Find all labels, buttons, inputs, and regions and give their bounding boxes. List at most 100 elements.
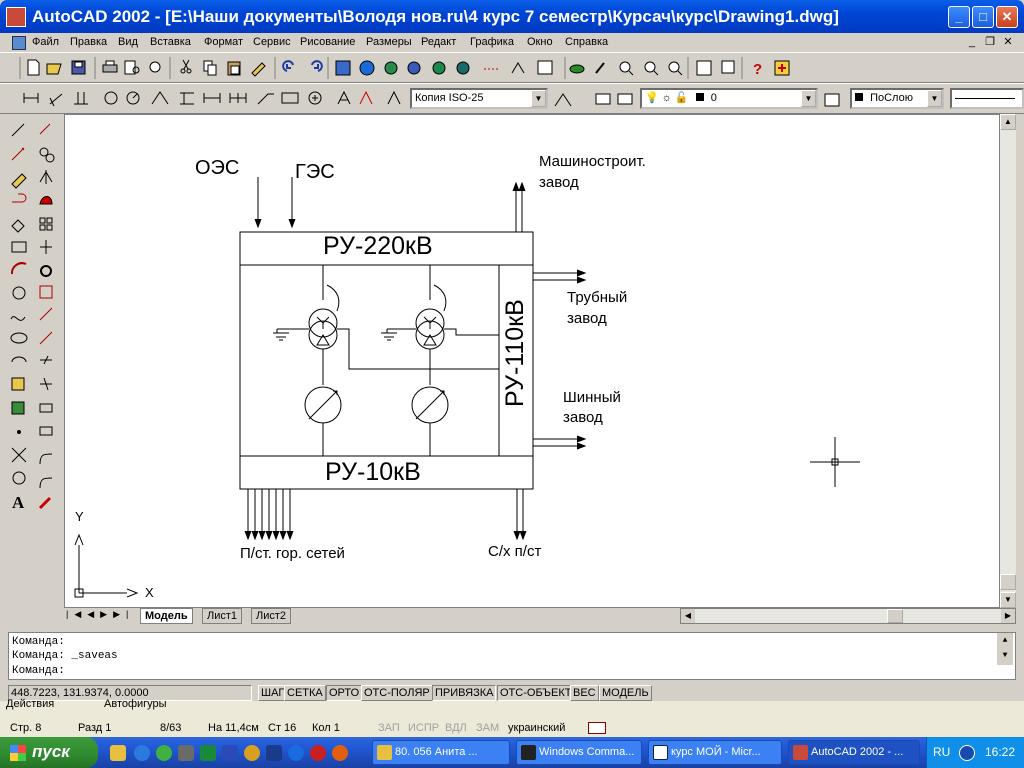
- word-draw-menu[interactable]: Действия: [6, 698, 55, 710]
- color-select[interactable]: ПоСлою ▼: [850, 88, 944, 109]
- excel-icon[interactable]: [200, 745, 216, 761]
- menu-file[interactable]: Файл: [32, 36, 60, 48]
- word-icon[interactable]: [266, 745, 282, 761]
- menu-insert[interactable]: Вставка: [150, 36, 191, 48]
- layout-tab-bar: |◀◀▶▶| Модель Лист1 Лист2 ◀ ▶: [64, 608, 1016, 624]
- autocad-app-icon[interactable]: [6, 7, 26, 27]
- tab-nav-arrows-icon[interactable]: |◀◀▶▶|: [66, 609, 135, 619]
- model-toggle[interactable]: МОДЕЛЬ: [599, 685, 652, 701]
- scroll-thumb[interactable]: [1000, 574, 1016, 590]
- scroll-right-arrow-icon[interactable]: ▶: [1001, 609, 1015, 623]
- start-button[interactable]: пуск: [0, 737, 98, 768]
- dimstyle-select[interactable]: Копия ISO-25 ▼: [410, 88, 548, 109]
- scroll-left-arrow-icon[interactable]: ◀: [681, 609, 695, 623]
- lineweight-toggle[interactable]: ВЕС: [570, 685, 599, 701]
- word-page: Стр. 8: [10, 722, 42, 734]
- command-window[interactable]: Команда: Команда: _saveas Команда: ▲▼: [8, 632, 1016, 680]
- menu-edit[interactable]: Правка: [70, 36, 108, 48]
- make-current-layer-icon[interactable]: [822, 90, 844, 110]
- app-icon[interactable]: [288, 745, 304, 761]
- word-line: Ст 16: [268, 722, 297, 734]
- dimstyle-icon[interactable]: [552, 90, 574, 110]
- word-ovr[interactable]: ЗАМ: [476, 722, 500, 734]
- app-icon[interactable]: [222, 745, 238, 761]
- task-button-word[interactable]: курс МОЙ - Micr...: [648, 740, 782, 765]
- chevron-down-icon[interactable]: ▼: [927, 90, 942, 107]
- menu-view[interactable]: Вид: [118, 36, 138, 48]
- scroll-up-arrow-icon[interactable]: ▲: [1000, 114, 1016, 130]
- command-prompt[interactable]: Команда:: [12, 665, 65, 677]
- hscroll-thumb[interactable]: [887, 609, 903, 623]
- snap-toggle[interactable]: ШАГ: [258, 685, 288, 701]
- layer-manager-icons[interactable]: [594, 90, 644, 110]
- chevron-down-icon[interactable]: ▼: [801, 90, 816, 107]
- clock: 16:22: [985, 745, 1016, 759]
- vertical-scrollbar[interactable]: ▲ ▼: [1000, 114, 1016, 608]
- minimize-button[interactable]: _: [948, 6, 970, 28]
- explorer-icon[interactable]: [178, 745, 194, 761]
- language-indicator[interactable]: RU: [933, 745, 951, 759]
- task-label: AutoCAD 2002 - ...: [811, 746, 904, 758]
- layer-select[interactable]: 💡 ☼ 🔓 0 ▼: [640, 88, 818, 109]
- menu-modify[interactable]: Редакт: [421, 36, 457, 48]
- tray-arrow-icon[interactable]: [959, 745, 975, 761]
- linetype-select[interactable]: [950, 88, 1024, 109]
- maximize-button[interactable]: □: [972, 6, 994, 28]
- chevron-down-icon[interactable]: ▼: [531, 90, 546, 107]
- machine-plant-label-2: завод: [539, 174, 579, 191]
- color-value: ПоСлою: [870, 92, 913, 104]
- word-autoshapes[interactable]: Автофигуры: [104, 698, 167, 710]
- title-bar[interactable]: [0, 0, 1024, 33]
- pipe-plant-label-2: завод: [567, 310, 607, 327]
- media-icon[interactable]: [156, 745, 172, 761]
- menu-graphics[interactable]: Графика: [470, 36, 514, 48]
- word-column: Кол 1: [312, 722, 340, 734]
- tab-layout1[interactable]: Лист1: [202, 608, 243, 624]
- menu-tools[interactable]: Сервис: [253, 36, 291, 48]
- word-language: украинский: [508, 722, 566, 734]
- winamp-icon: [377, 745, 392, 760]
- word-doc-icon: [653, 745, 668, 760]
- horizontal-scrollbar[interactable]: ◀ ▶: [680, 608, 1016, 624]
- quicklaunch-icon[interactable]: [110, 745, 126, 761]
- task-button-cmd[interactable]: Windows Comma...: [516, 740, 642, 765]
- word-ext[interactable]: ВДЛ: [445, 722, 467, 734]
- word-trk[interactable]: ИСПР: [408, 722, 440, 734]
- task-button-winamp[interactable]: 80. 056 Анита ...: [372, 740, 510, 765]
- doc-close-button[interactable]: ✕: [1003, 36, 1013, 48]
- svg-text:?: ?: [753, 61, 762, 78]
- app-icon[interactable]: [244, 745, 260, 761]
- ie-icon[interactable]: [134, 745, 150, 761]
- coordinates-readout[interactable]: 448.7223, 131.9374, 0.0000: [8, 685, 252, 701]
- menu-draw[interactable]: Рисование: [300, 36, 356, 48]
- app-icon[interactable]: [310, 745, 326, 761]
- polar-toggle[interactable]: ОТС-ПОЛЯР: [361, 685, 433, 701]
- grid-toggle[interactable]: СЕТКА: [284, 685, 326, 701]
- drawing-doc-icon[interactable]: [12, 36, 26, 50]
- task-button-autocad[interactable]: AutoCAD 2002 - ...: [788, 740, 920, 765]
- menu-format[interactable]: Формат: [204, 36, 244, 48]
- drawing-canvas[interactable]: ОЭС ГЭС РУ-220кВ РУ-10кВ РУ-110кВ Машино…: [64, 114, 1000, 608]
- word-section: Разд 1: [78, 722, 112, 734]
- scroll-down-arrow-icon[interactable]: ▼: [1000, 592, 1016, 608]
- menu-dimension[interactable]: Размеры: [366, 36, 412, 48]
- linetype-swatch: [955, 97, 1015, 99]
- tab-model[interactable]: Модель: [140, 608, 193, 624]
- word-rec[interactable]: ЗАП: [378, 722, 400, 734]
- otrack-toggle[interactable]: ОТС-ОБЪЕКТ: [497, 685, 575, 701]
- doc-restore-button[interactable]: ❐: [985, 36, 995, 48]
- ortho-toggle[interactable]: ОРТО: [326, 685, 363, 701]
- close-button[interactable]: ✕: [996, 6, 1018, 28]
- command-scroll-icon[interactable]: ▲▼: [997, 633, 1013, 665]
- doc-minimize-button[interactable]: _: [968, 36, 976, 48]
- tab-layout2[interactable]: Лист2: [251, 608, 292, 624]
- draw-modify-icons[interactable]: A: [0, 114, 64, 624]
- app-icon[interactable]: [332, 745, 348, 761]
- osnap-toggle[interactable]: ПРИВЯЗКА: [432, 685, 497, 701]
- ucs-x-label: X: [145, 585, 154, 600]
- menu-bar: Файл Правка Вид Вставка Формат Сервис Ри…: [0, 33, 1024, 52]
- menu-help[interactable]: Справка: [565, 36, 609, 48]
- layer-value: 0: [710, 92, 717, 104]
- menu-window[interactable]: Окно: [527, 36, 553, 48]
- spelling-book-icon[interactable]: [588, 722, 606, 734]
